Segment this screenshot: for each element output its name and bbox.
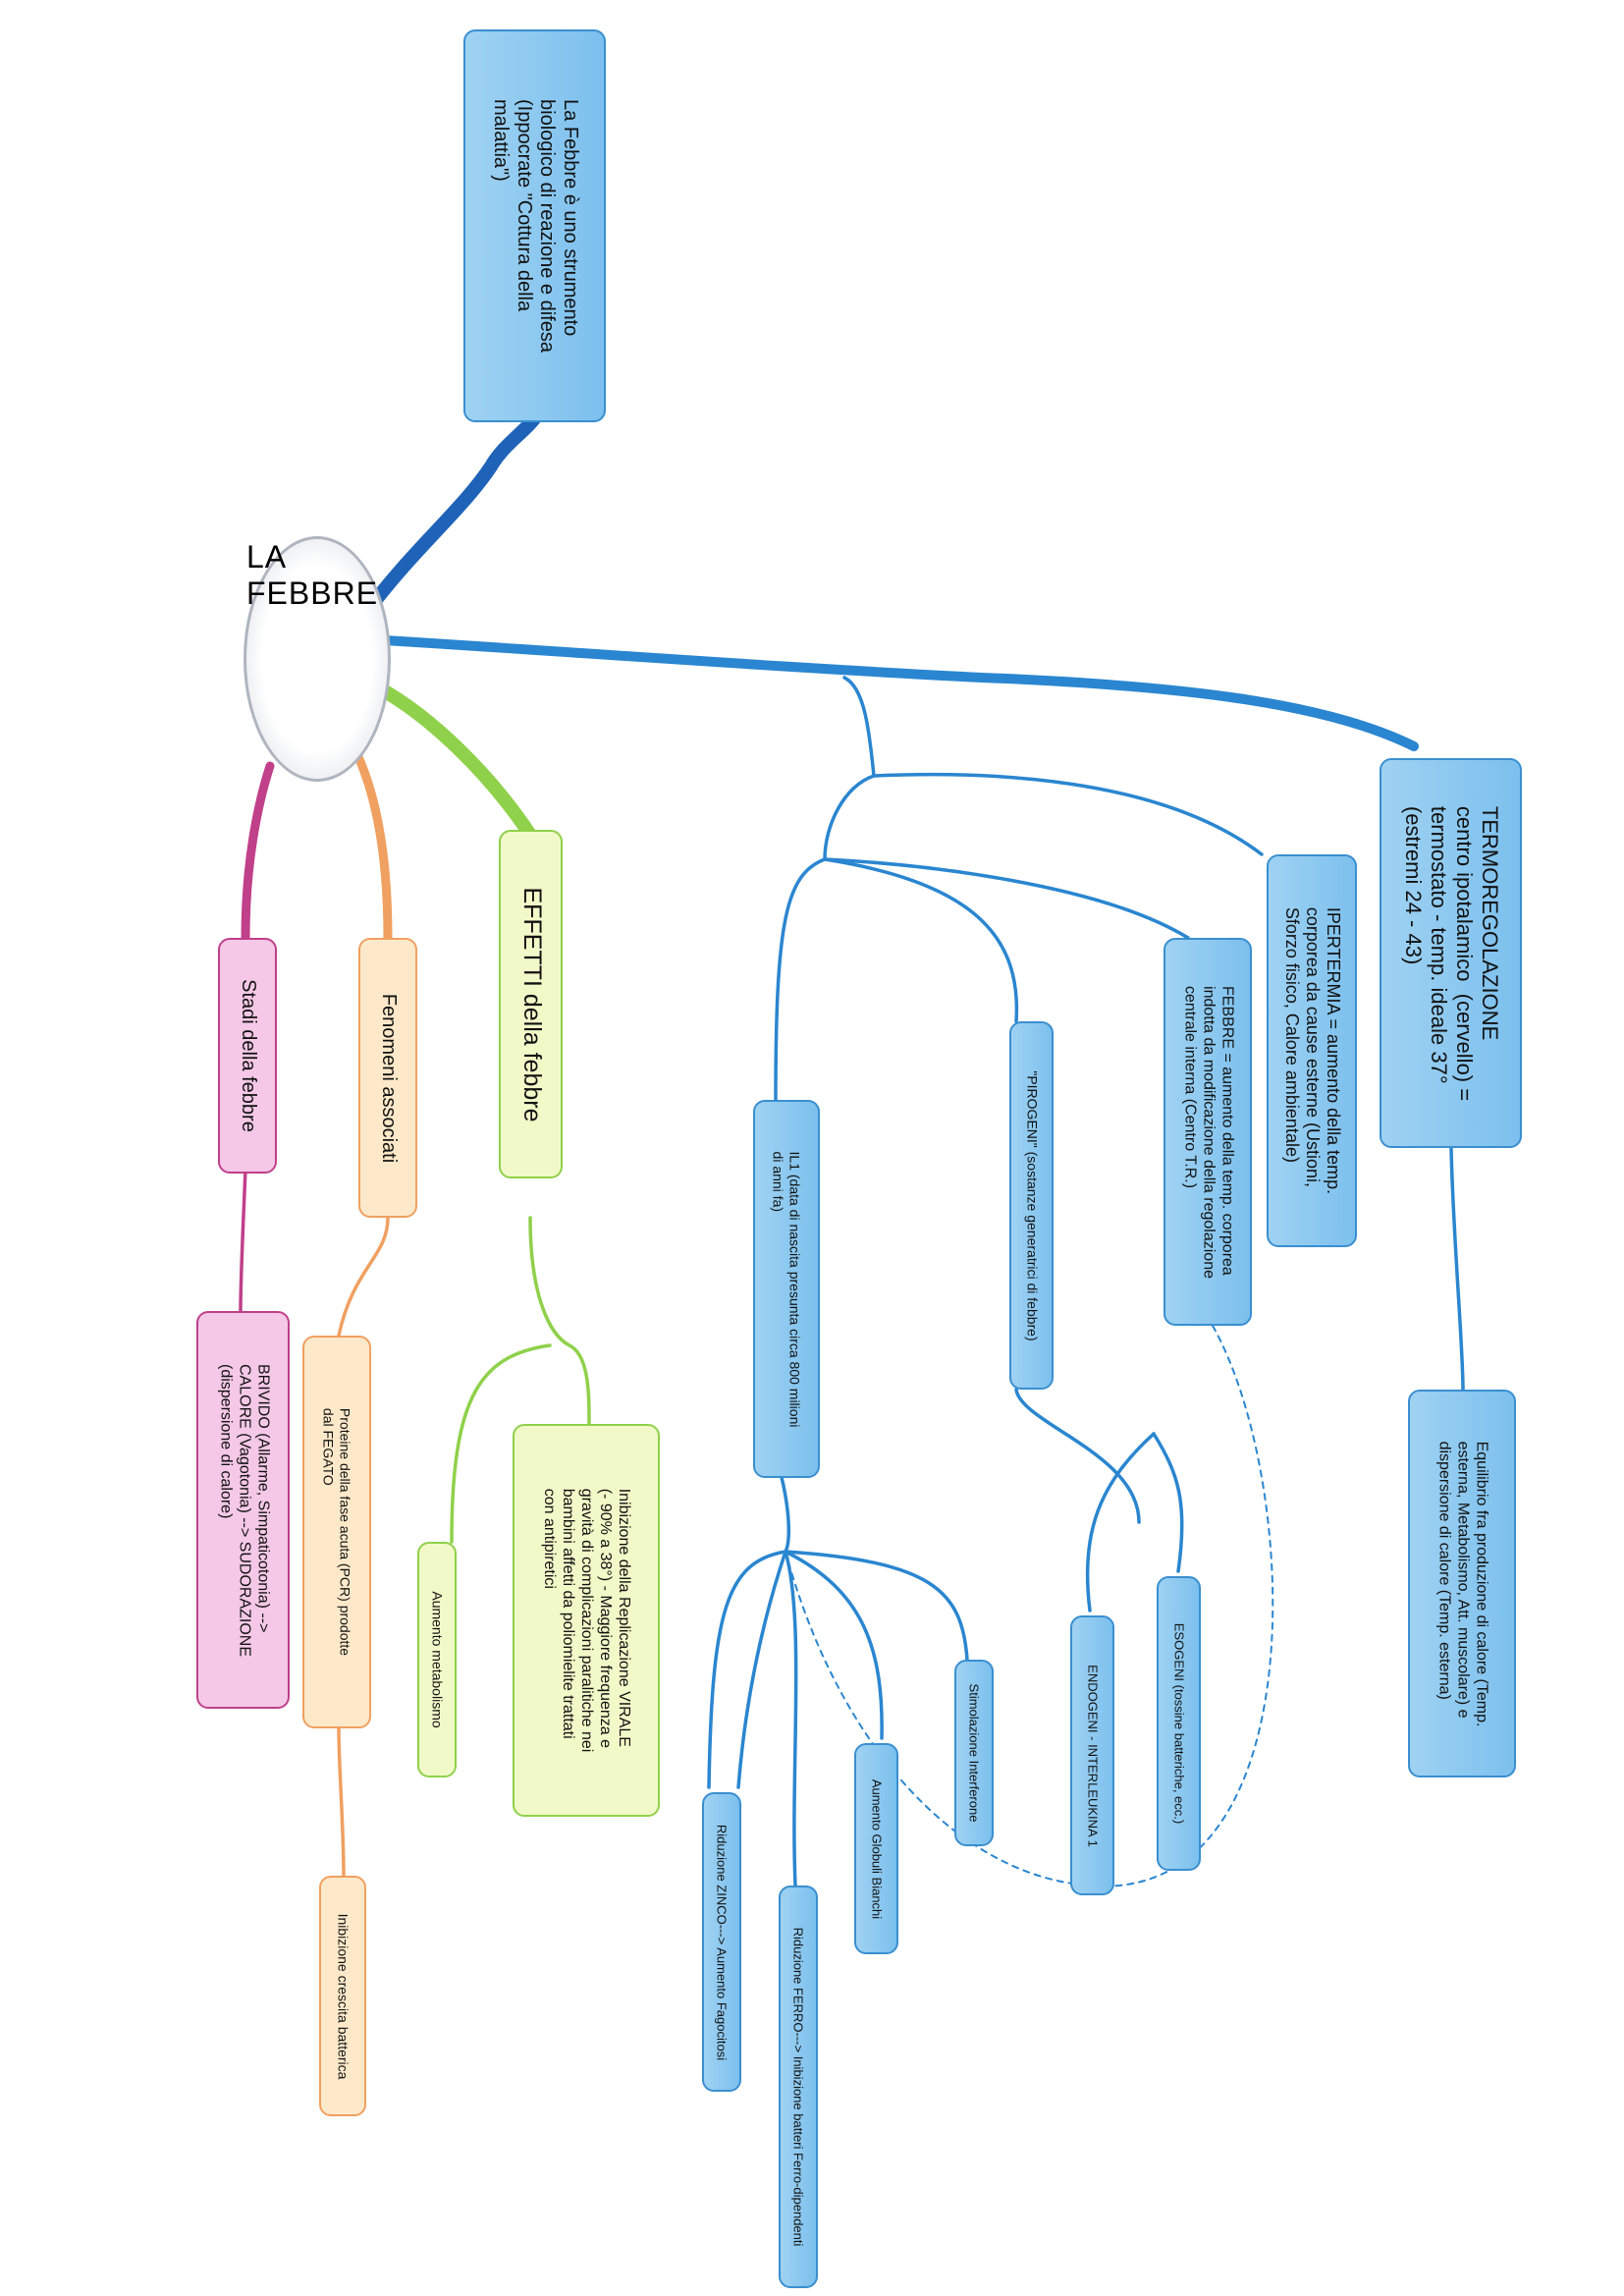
node-inibizione-batterica[interactable]: Inibizione crescita batterica xyxy=(319,1876,366,2116)
node-intro[interactable]: La Febbre è uno strumento biologico di r… xyxy=(463,29,606,422)
node-ferro[interactable]: Riduzione FERRO---> Inibizione batteri F… xyxy=(779,1886,818,2288)
node-endogeni[interactable]: ENDOGENI - INTERLEUKINA 1 xyxy=(1070,1615,1114,1895)
branch-stadi xyxy=(241,761,275,943)
node-interferone[interactable]: Stimolazione Interferone xyxy=(954,1660,994,1846)
node-termoregolazione[interactable]: TERMOREGOLAZIONE centro ipotalamico (cer… xyxy=(1380,758,1522,1148)
central-topic[interactable]: LA FEBBRE xyxy=(244,536,391,782)
node-inibizione-virale[interactable]: Inibizione della Replicazione VIRALE (- … xyxy=(513,1424,660,1817)
node-equilibrio[interactable]: Equilibrio fra produzione di calore (Tem… xyxy=(1408,1390,1516,1777)
node-pirogeni[interactable]: "PIROGENI" (sostanze generatrici di febb… xyxy=(1009,1021,1054,1390)
node-aumento-metabolismo[interactable]: Aumento metabolismo xyxy=(417,1542,457,1777)
node-il1[interactable]: IL1 (data di nascita presunta circa 800 … xyxy=(753,1100,820,1478)
central-topic-label: LA FEBBRE xyxy=(246,539,379,611)
branch-fenomeni xyxy=(349,741,393,943)
node-zinco[interactable]: Riduzione ZINCO---> Aumento Fagocitosi xyxy=(702,1792,741,2092)
node-effetti[interactable]: EFFETTI della febbre xyxy=(499,830,563,1178)
branch-blue-main xyxy=(380,635,1419,751)
node-esogeni[interactable]: ESOGENI (tossine batteriche, ecc.) xyxy=(1157,1576,1201,1871)
node-brivido[interactable]: BRIVIDO (Allarme, Simpaticotonia) --> CA… xyxy=(196,1311,290,1709)
node-globuli-bianchi[interactable]: Aumento Globuli Bianchi xyxy=(854,1743,898,1954)
node-proteine[interactable]: Proteine della fase acuta (PCR) prodotte… xyxy=(302,1336,371,1728)
node-fenomeni[interactable]: Fenomeni associati xyxy=(358,938,417,1218)
node-febbre-definizione[interactable]: FEBBRE = aumento della temp. corporea in… xyxy=(1164,938,1252,1326)
node-ipertermia[interactable]: IPERTERMIA = aumento della temp. corpore… xyxy=(1267,854,1357,1247)
branch-effetti xyxy=(371,681,537,842)
node-stadi[interactable]: Stadi della febbre xyxy=(218,938,277,1174)
